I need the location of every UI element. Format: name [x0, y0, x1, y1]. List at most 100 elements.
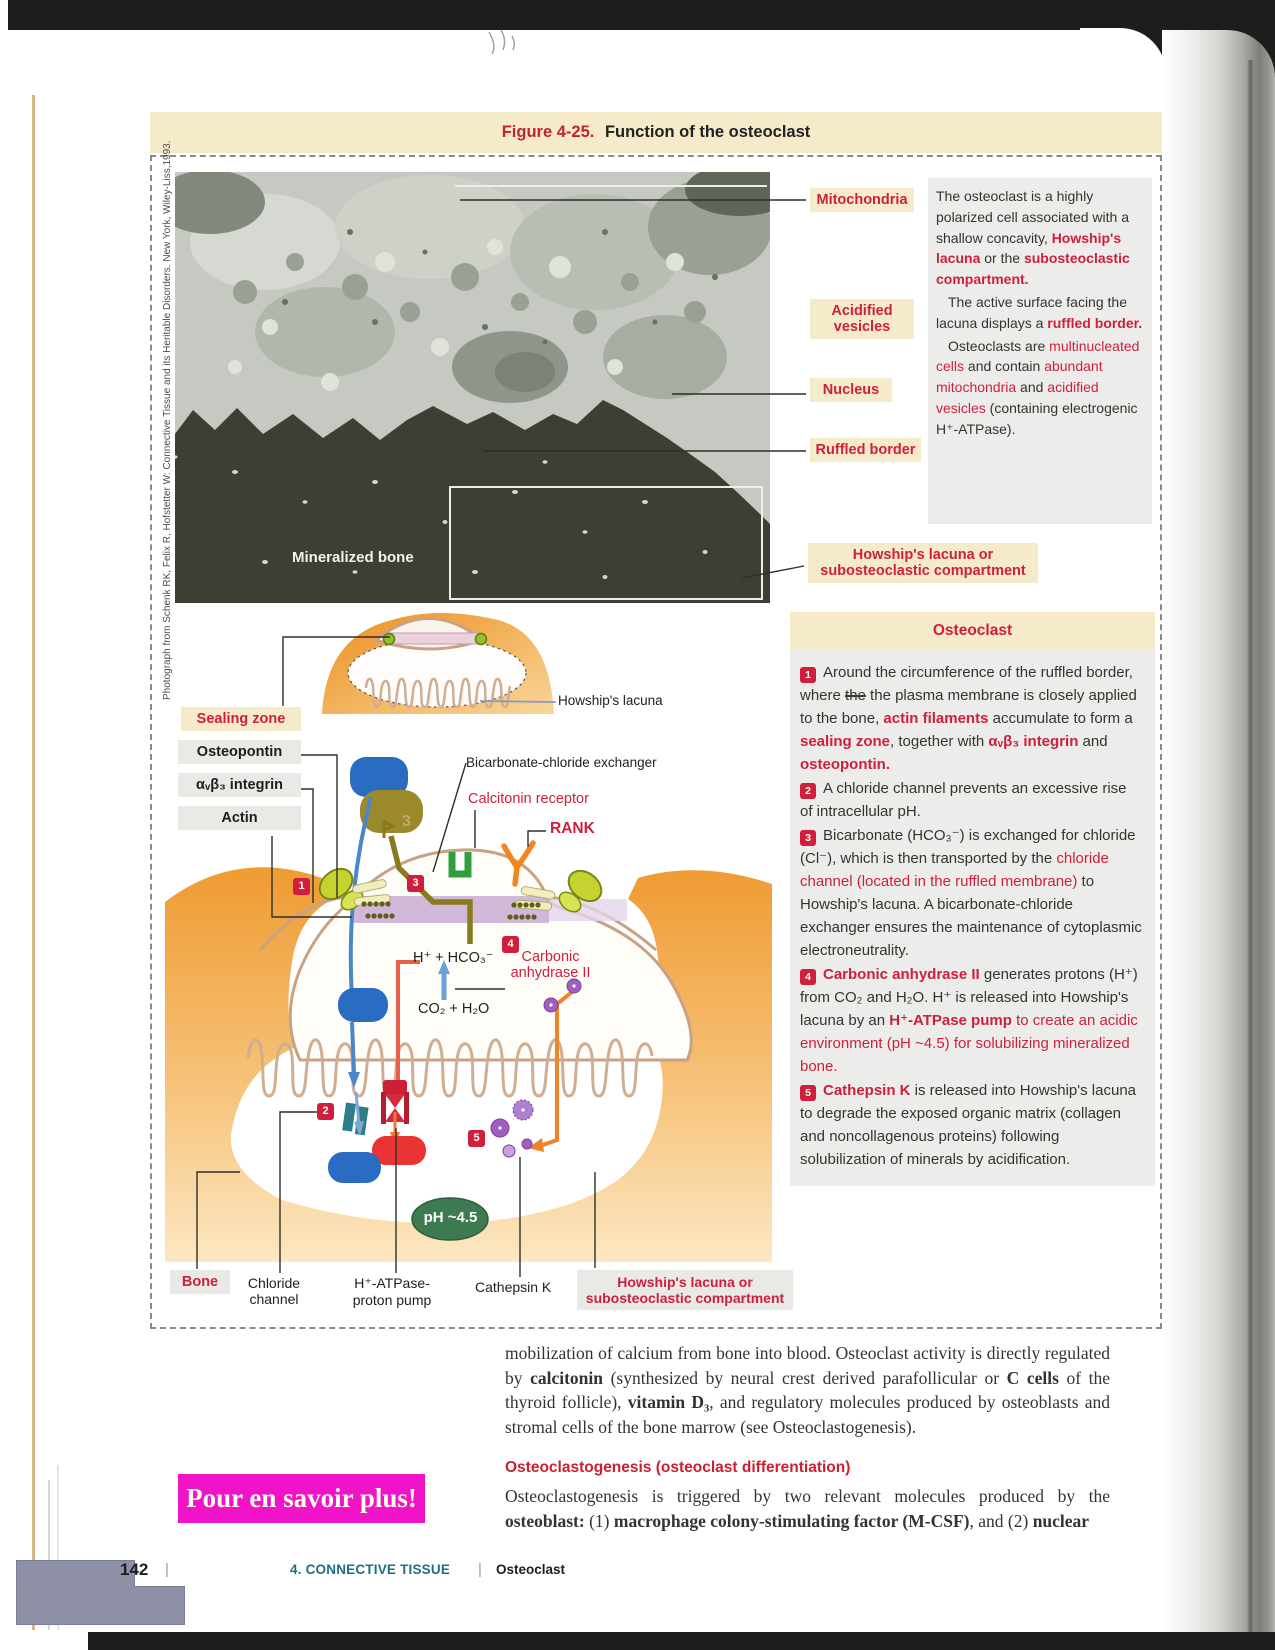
footer-chapter: 4. CONNECTIVE TISSUE — [290, 1562, 451, 1577]
pour-en-savoir-plus-box: Pour en savoir plus! — [178, 1474, 425, 1523]
label-sealing-zone: Sealing zone — [181, 707, 301, 731]
label-carbonic-anhydrase: Carbonic anhydrase II — [510, 949, 591, 981]
chloride-path-lower — [350, 1021, 356, 1075]
figure-number: Figure 4-25. — [501, 123, 595, 141]
exchanger-number: 3 — [402, 813, 411, 830]
label-actin: Actin — [178, 806, 301, 830]
pour-en-savoir-plus-text: Pour en savoir plus! — [186, 1483, 417, 1513]
callout-mitochondria: Mitochondria — [810, 188, 914, 212]
callout-acidified-vesicles: Acidified vesicles — [810, 299, 914, 339]
footer-separator: | — [478, 1561, 482, 1578]
bicarbonate-chloride-exchanger-shape — [360, 790, 423, 833]
ph-ellipse — [411, 1197, 489, 1241]
intro-paragraph: The active surface facing the lacuna dis… — [936, 293, 1143, 331]
diagram-badge-3: 3 — [407, 875, 424, 892]
intro-text-block: The osteoclast is a highly polarized cel… — [928, 178, 1152, 524]
label-bone: Bone — [170, 1270, 230, 1294]
page-curl-line — [57, 1465, 59, 1630]
intro-paragraph: Osteoclasts are multinucleated cells and… — [936, 337, 1140, 437]
label-osteopontin: Osteopontin — [178, 740, 301, 764]
transporter-blue-top — [350, 757, 408, 797]
page-curl-line — [48, 1480, 50, 1630]
vesicle-blue — [328, 1152, 381, 1183]
proton-route — [396, 960, 420, 1080]
label-howship-lacuna-inset: Howship's lacuna — [558, 693, 663, 708]
diagram-badge-5: 5 — [468, 1130, 485, 1147]
scan-bottom-edge — [88, 1632, 1275, 1650]
step-badge: 1 — [800, 667, 816, 683]
label-rank: RANK — [550, 820, 595, 837]
footer-section: Osteoclast — [496, 1562, 566, 1577]
osteoclast-diagram: 3 — [165, 613, 772, 1262]
cathepsin-route — [539, 990, 574, 1148]
mineralized-bone-label: Mineralized bone — [292, 549, 414, 566]
label-proton-pump: H⁺-ATPase- proton pump — [352, 1275, 432, 1308]
figure-title-bar: Figure 4-25. Function of the osteoclast — [150, 112, 1162, 153]
label-integrin: αᵥβ₃ integrin — [178, 773, 301, 797]
sealing-complex-right — [507, 869, 603, 920]
diagram-badge-2: 2 — [317, 1103, 334, 1120]
cathepsin-vesicle — [521, 1138, 533, 1150]
chloride-path — [348, 796, 373, 1021]
figure-dashed-border — [150, 155, 1162, 1329]
step-badge: 4 — [800, 969, 816, 985]
bicarbonate-path — [388, 835, 473, 944]
cathepsin-vesicle — [502, 1144, 516, 1158]
step-badge: 5 — [800, 1085, 816, 1101]
step-badge: 3 — [800, 830, 816, 846]
figure-title: Function of the osteoclast — [604, 123, 811, 141]
exchanger-flag — [382, 820, 397, 838]
osteoclastogenesis-heading: Osteoclastogenesis (osteoclast different… — [505, 1459, 851, 1476]
label-calcitonin-receptor: Calcitonin receptor — [468, 791, 589, 807]
label-bicarbonate-exchanger: Bicarbonate-chloride exchanger — [466, 755, 657, 770]
label-chloride-channel: Chloride channel — [247, 1275, 301, 1307]
transporter-blue-mid — [338, 988, 388, 1022]
diagram-badge-4: 4 — [502, 936, 519, 953]
chloride-arrowhead — [348, 1072, 360, 1088]
carbonic-reaction-arrowhead — [438, 960, 450, 974]
body-paragraph-2: Osteoclastogenesis is triggered by two r… — [505, 1486, 1110, 1531]
callout-howship-lacuna: Howship's lacuna or subosteoclastic comp… — [808, 543, 1038, 583]
panel-title: Osteoclast — [790, 612, 1155, 649]
ruffled-border-folds — [246, 1038, 654, 1098]
proton-pump-rail — [404, 1092, 409, 1124]
inset-sealing-zone-dot — [382, 632, 396, 646]
book-page-seam — [1247, 60, 1254, 1632]
proton-pump-bowtie — [385, 1094, 405, 1108]
page-number: 142 — [120, 1560, 149, 1579]
callout-ruffled-border: Ruffled border — [810, 438, 921, 462]
cathepsin-arrowhead — [528, 1138, 544, 1152]
scan-top-edge — [8, 0, 1275, 30]
micrograph-inset-box — [449, 486, 763, 600]
page-gutter-line — [32, 95, 35, 1630]
page-thumb-tab-step — [132, 1586, 185, 1625]
proton-pump-top — [383, 1080, 407, 1094]
page-rounded-corner — [1080, 28, 1166, 120]
book-page-edge — [1162, 30, 1275, 1632]
page-thumb-tab — [16, 1560, 135, 1625]
callout-nucleus: Nucleus — [810, 378, 892, 402]
label-howship-subosteoclastic: Howship's lacuna or subosteoclastic comp… — [577, 1270, 793, 1310]
step-badge: 2 — [800, 783, 816, 799]
label-co2-h2o: CO₂ + H₂O — [418, 1001, 490, 1017]
intro-paragraph: The osteoclast is a highly polarized cel… — [936, 188, 1130, 288]
electron-micrograph — [175, 172, 770, 603]
diagram-badge-1: 1 — [293, 878, 310, 895]
pencil-smudge — [488, 29, 516, 55]
chloride-exit-arrowhead — [354, 1121, 364, 1136]
inset-lacuna — [347, 638, 527, 708]
label-h-hco3: H⁺ + HCO₃⁻ — [413, 950, 494, 966]
label-cathepsin-k: Cathepsin K — [475, 1279, 552, 1295]
label-ph: pH ~4.5 — [423, 1209, 478, 1226]
body-paragraph-1: mobilization of calcium from bone into b… — [505, 1343, 1111, 1437]
proton-pump-rail — [381, 1092, 386, 1124]
chloride-exit — [354, 1091, 361, 1125]
